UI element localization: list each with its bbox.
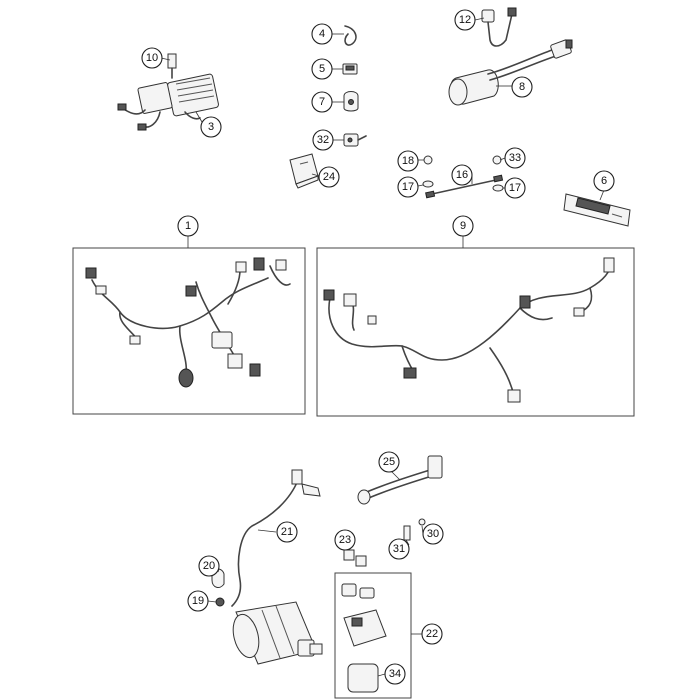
washer-left-part — [422, 180, 434, 188]
svg-text:23: 23 — [339, 534, 351, 546]
callout-6: 6 — [593, 170, 615, 192]
callout-12: 12 — [454, 9, 476, 31]
callout-30: 30 — [422, 523, 444, 545]
svg-text:34: 34 — [389, 668, 401, 680]
clip-part — [342, 63, 358, 75]
screw-31-part — [403, 525, 411, 541]
callout-31: 31 — [388, 538, 410, 560]
callout-3: 3 — [200, 116, 222, 138]
svg-text:21: 21 — [281, 526, 293, 538]
svg-text:3: 3 — [208, 121, 214, 133]
sensor-part — [343, 133, 367, 147]
starter-motor-part — [232, 601, 323, 665]
svg-text:9: 9 — [460, 220, 466, 232]
callout-34: 34 — [384, 663, 406, 685]
svg-text:4: 4 — [319, 28, 325, 40]
svg-text:19: 19 — [192, 595, 204, 607]
svg-text:31: 31 — [393, 543, 405, 555]
secondary-wiring-harness-part — [323, 257, 615, 403]
screw-right-part — [492, 155, 502, 165]
callout-17-right: 17 — [504, 177, 526, 199]
callout-16: 16 — [451, 164, 473, 186]
svg-text:5: 5 — [319, 63, 325, 75]
screw-30-part — [418, 518, 426, 526]
fuse-holder-part — [481, 7, 517, 47]
callout-25: 25 — [378, 451, 400, 473]
callout-21: 21 — [276, 521, 298, 543]
svg-text:16: 16 — [456, 169, 468, 181]
svg-text:30: 30 — [427, 528, 439, 540]
svg-text:17: 17 — [509, 182, 521, 194]
callout-19: 19 — [187, 590, 209, 612]
control-unit-part — [563, 193, 631, 227]
callout-18: 18 — [397, 150, 419, 172]
callout-24: 24 — [318, 166, 340, 188]
callout-4: 4 — [311, 23, 333, 45]
callout-5: 5 — [311, 58, 333, 80]
relay-cover-part — [347, 663, 379, 693]
washer-right-part — [492, 184, 504, 192]
battery-cable-part — [357, 455, 443, 505]
svg-text:25: 25 — [383, 456, 395, 468]
screw-left-part — [423, 155, 433, 165]
svg-text:6: 6 — [601, 175, 607, 187]
voltage-regulator-part — [117, 53, 219, 131]
svg-text:17: 17 — [402, 181, 414, 193]
nut-part — [215, 597, 225, 607]
svg-text:12: 12 — [459, 14, 471, 26]
svg-text:22: 22 — [426, 628, 438, 640]
cable-tie-part — [344, 25, 357, 46]
secondary-harness-frame — [316, 247, 635, 417]
callout-33: 33 — [504, 147, 526, 169]
svg-text:20: 20 — [203, 560, 215, 572]
svg-text:18: 18 — [402, 155, 414, 167]
callout-9: 9 — [452, 215, 474, 237]
fuse-small-part — [343, 549, 367, 567]
callout-32: 32 — [312, 129, 334, 151]
svg-text:10: 10 — [146, 52, 158, 64]
callout-20: 20 — [198, 555, 220, 577]
starter-relay-part — [448, 39, 573, 106]
svg-text:1: 1 — [185, 220, 191, 232]
callout-23: 23 — [334, 529, 356, 551]
rod-part — [425, 174, 504, 199]
relay-part — [341, 583, 387, 647]
svg-text:24: 24 — [323, 171, 335, 183]
callout-8: 8 — [511, 76, 533, 98]
main-wiring-harness-part — [85, 257, 291, 388]
main-harness-frame — [72, 247, 306, 415]
relay-box-part — [289, 153, 319, 189]
holder-part — [343, 91, 359, 112]
callout-7: 7 — [311, 91, 333, 113]
svg-text:7: 7 — [319, 96, 325, 108]
svg-text:33: 33 — [509, 152, 521, 164]
callout-17-left: 17 — [397, 176, 419, 198]
svg-text:8: 8 — [519, 81, 525, 93]
callout-22: 22 — [421, 623, 443, 645]
callout-10: 10 — [141, 47, 163, 69]
callout-1: 1 — [177, 215, 199, 237]
starter-cable-part — [231, 469, 321, 607]
relay-kit-frame — [334, 572, 412, 699]
svg-text:32: 32 — [317, 134, 329, 146]
